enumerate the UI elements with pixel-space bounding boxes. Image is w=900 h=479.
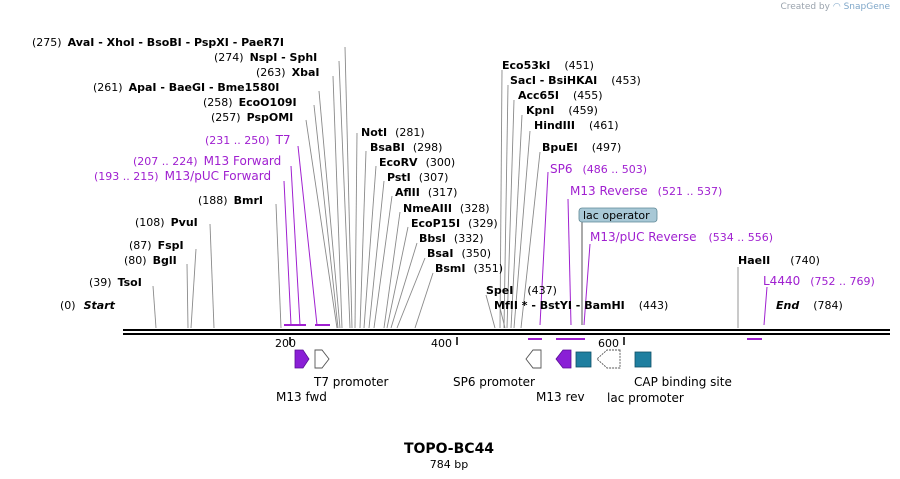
enzyme-label: (80)BglI [124,254,177,267]
enzyme-label: (188)BmrI [198,194,263,207]
enzyme-label: (108)PvuI [135,216,198,229]
primer-label: (193 .. 215)M13/pUC Forward [94,169,271,183]
enzyme-label: EcoP15I(329) [411,217,498,230]
primer-labels: (231 .. 250)T7 (207 .. 224)M13 Forward (… [94,133,875,288]
enzyme-label: NotI(281) [361,126,425,139]
enzyme-label: HaeII(740) [738,254,820,267]
enzyme-label: (258)EcoO109I [203,96,297,109]
feature-label: M13 fwd [276,390,327,404]
plasmid-length: 784 bp [430,458,468,471]
enzyme-label: (275)AvaI - XhoI - BsoBI - PspXI - PaeR7… [32,36,284,49]
start-label: (0)Start [60,299,116,312]
enzyme-label: AflII(317) [395,186,457,199]
snapgene-logo: ◠ [832,2,841,12]
cap-binding-site-box [634,351,652,368]
enzyme-label: MfII * - BstYI - BamHI(443) [494,299,668,312]
enzyme-label: BpuEI(497) [542,141,621,154]
primer-sites [284,324,762,340]
m13-fwd-arrow [294,349,310,369]
ruler-label: 600 [598,337,619,350]
primer-label: SP6(486 .. 503) [550,162,647,176]
enzyme-label: (257)PspOMI [211,111,293,124]
enzyme-leader-lines [152,46,739,329]
m13-rev-arrow [555,349,572,369]
features: M13 fwd T7 promoter SP6 promoter M13 rev… [276,349,732,405]
enzyme-label: BsaI(350) [427,247,491,260]
enzyme-label: PstI(307) [387,171,448,184]
ruler: 200 400 600 [275,337,625,350]
feature-label: M13 rev [536,390,585,404]
enzyme-label: SpeI(437) [486,284,557,297]
lac-operator-badge: lac operator [578,207,658,325]
lac-operator-box [575,351,592,368]
credit-prefix: Created by [780,2,830,12]
feature-label: lac promoter [607,391,684,405]
enzyme-label: BsmI(351) [435,262,503,275]
enzyme-label: NmeAIII(328) [403,202,490,215]
enzyme-label: BbsI(332) [419,232,484,245]
ruler-label: 200 [275,337,296,350]
primer-leader-lines [283,145,768,326]
primer-label: (207 .. 224)M13 Forward [133,154,281,168]
primer-label: (231 .. 250)T7 [205,133,291,147]
lac-promoter-arrow [596,349,621,369]
enzyme-label: Acc65I(455) [518,89,603,102]
enzyme-label: (263)XbaI [256,66,319,79]
enzyme-label: (39)TsoI [89,276,142,289]
primer-label: M13 Reverse(521 .. 537) [570,184,722,198]
plasmid-title: TOPO-BC44 [404,441,494,457]
end-label: End(784) [776,299,843,312]
enzyme-label: BsaBI(298) [370,141,442,154]
enzyme-label: HindIII(461) [534,119,619,132]
ruler-label: 400 [431,337,452,350]
snapgene-credit: Created by ◠ SnapGene [780,2,890,12]
enzyme-label: (261)ApaI - BaeGI - Bme1580I [93,81,279,94]
feature-label: T7 promoter [313,375,389,389]
enzyme-label: KpnI(459) [526,104,598,117]
enzyme-label: (274)NspI - SphI [214,51,317,64]
sp6-promoter-arrow [525,349,542,369]
primer-label: M13/pUC Reverse(534 .. 556) [590,230,773,244]
lac-operator-label: lac operator [583,209,650,222]
enzyme-label: SacI - BsiHKAI(453) [510,74,641,87]
enzyme-label: EcoRV(300) [379,156,455,169]
feature-label: CAP binding site [634,375,732,389]
credit-brand: SnapGene [843,2,890,12]
t7-promoter-arrow [314,349,330,369]
primer-label: L4440(752 .. 769) [763,274,875,288]
enzyme-label: (87)FspI [129,239,184,252]
enzyme-labels: (275)AvaI - XhoI - BsoBI - PspXI - PaeR7… [32,36,843,312]
dna-backbone [123,329,890,335]
feature-label: SP6 promoter [453,375,535,389]
enzyme-label: Eco53kI(451) [502,59,594,72]
